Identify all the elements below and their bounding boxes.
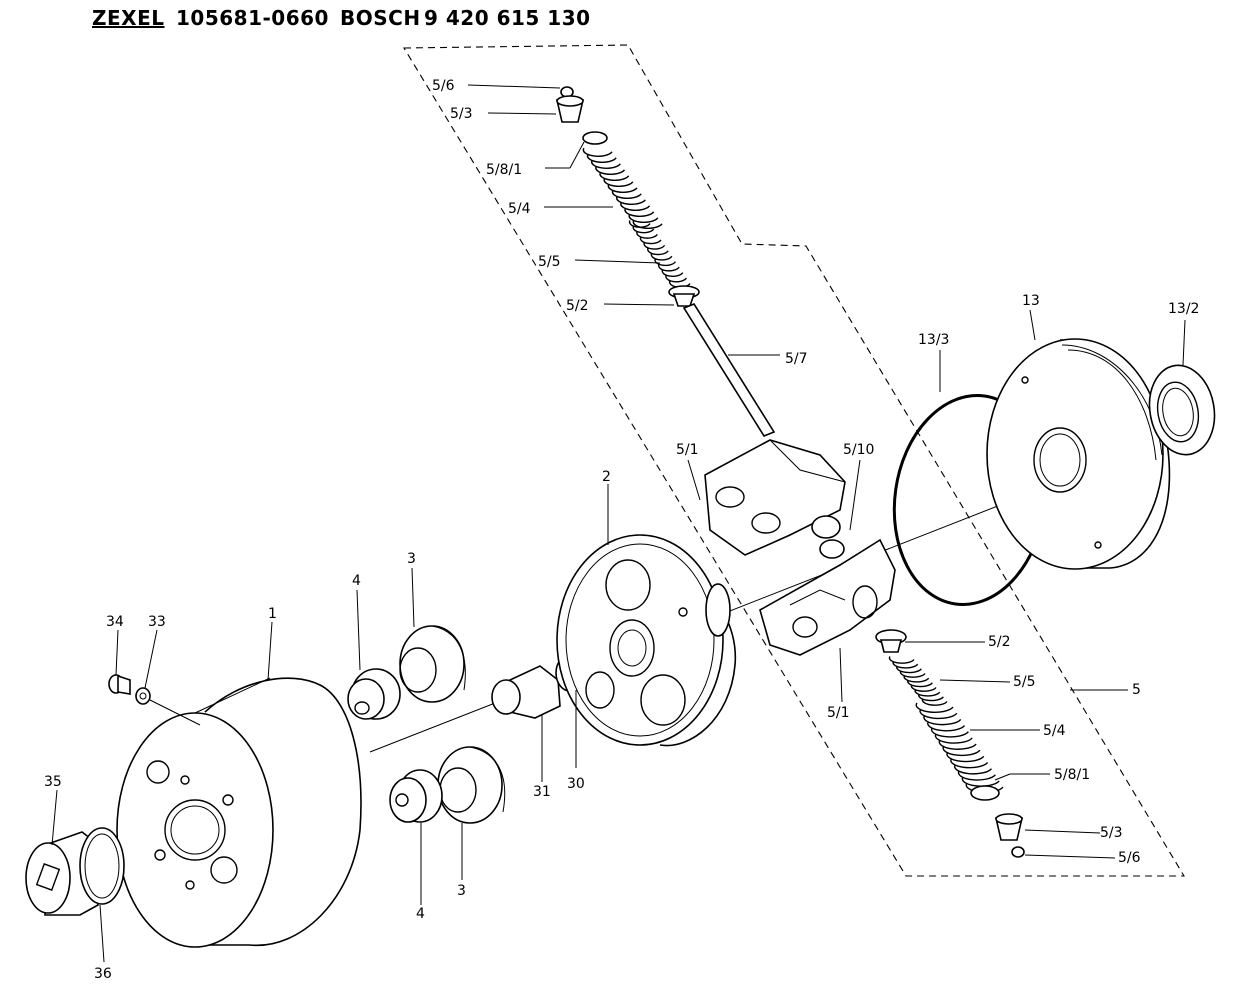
part-labels: 5/6 5/3 5/8/1 5/4 5/5 5/2 5/7 5/1 5/10 1… (44, 78, 1199, 982)
label-5-6-top: 5/6 (432, 78, 455, 94)
label-13-2: 13/2 (1168, 301, 1199, 317)
label-5-2-top: 5/2 (566, 298, 589, 314)
label-34: 34 (106, 614, 124, 630)
header-brand-bosch: BOSCH (340, 6, 421, 30)
label-5-6-bot: 5/6 (1118, 850, 1141, 866)
part-5-5-lower-spring (888, 656, 948, 706)
label-5-4-top: 5/4 (508, 201, 531, 217)
part-4-upper-valve (347, 668, 401, 720)
part-13-2-seal-ring (1148, 364, 1216, 456)
label-35: 35 (44, 774, 62, 790)
part-5-3-lower-seat (994, 813, 1024, 841)
label-31: 31 (533, 784, 551, 800)
label-5-10: 5/10 (843, 442, 874, 458)
assembly-5-outline (403, 44, 1185, 877)
label-5: 5 (1132, 682, 1141, 698)
label-5-1-bot: 5/1 (827, 705, 850, 721)
leader-lines (51, 84, 1186, 963)
part-5-8-1-lower-washer (970, 785, 1000, 801)
label-5-7: 5/7 (785, 351, 808, 367)
label-5-5-top: 5/5 (538, 254, 561, 270)
part-3-upper-ring (399, 625, 466, 703)
part-4-lower-valve (389, 769, 443, 823)
part-5-4-upper-spring (582, 147, 663, 229)
part-5-1-upper-block (704, 439, 846, 556)
label-5-5-bot: 5/5 (1013, 674, 1036, 690)
part-5-5-upper-spring (628, 220, 691, 288)
part-31-nut (491, 665, 561, 719)
part-5-6-lower-cap (1011, 846, 1025, 858)
header-bosch-part-number: 9 420 615 130 (424, 6, 591, 30)
part-5-10-rings (811, 515, 845, 559)
label-5-2-bot: 5/2 (988, 634, 1011, 650)
part-5-1-lower-block (759, 538, 896, 656)
label-3-top: 3 (407, 551, 416, 567)
part-5-7-rod (682, 303, 776, 437)
part-5-2-upper-retainer (668, 285, 700, 307)
part-5-4-lower-spring (915, 702, 1004, 794)
label-1: 1 (268, 606, 277, 622)
label-30: 30 (567, 776, 585, 792)
part-3-lower-ring (437, 746, 506, 824)
part-5-2-lower-retainer (875, 629, 907, 653)
part-5-3-upper-seat (555, 95, 585, 123)
label-5-3-top: 5/3 (450, 106, 473, 122)
header-zexel-part-number: 105681-0660 (176, 6, 329, 30)
label-5-8-1-bot: 5/8/1 (1054, 767, 1090, 783)
label-5-8-1-top: 5/8/1 (486, 162, 522, 178)
part-36-sealing-ring (79, 827, 125, 905)
label-13-3: 13/3 (918, 332, 949, 348)
label-2: 2 (602, 469, 611, 485)
label-4-top: 4 (352, 573, 361, 589)
part-5-8-1-upper-washer (582, 131, 608, 145)
part-34-bolt (108, 674, 131, 695)
part-2-disc (556, 534, 737, 747)
part-33-washer (135, 687, 201, 726)
header-brand-zexel: ZEXEL (92, 6, 165, 30)
label-5-4-bot: 5/4 (1043, 723, 1066, 739)
part-1-housing (116, 677, 362, 948)
label-5-3-bot: 5/3 (1100, 825, 1123, 841)
label-36: 36 (94, 966, 112, 982)
label-5-1-top: 5/1 (676, 442, 699, 458)
label-13: 13 (1022, 293, 1040, 309)
label-3-bot: 3 (457, 883, 466, 899)
part-13-cover (986, 338, 1171, 570)
label-4-bot: 4 (416, 906, 425, 922)
label-33: 33 (148, 614, 166, 630)
